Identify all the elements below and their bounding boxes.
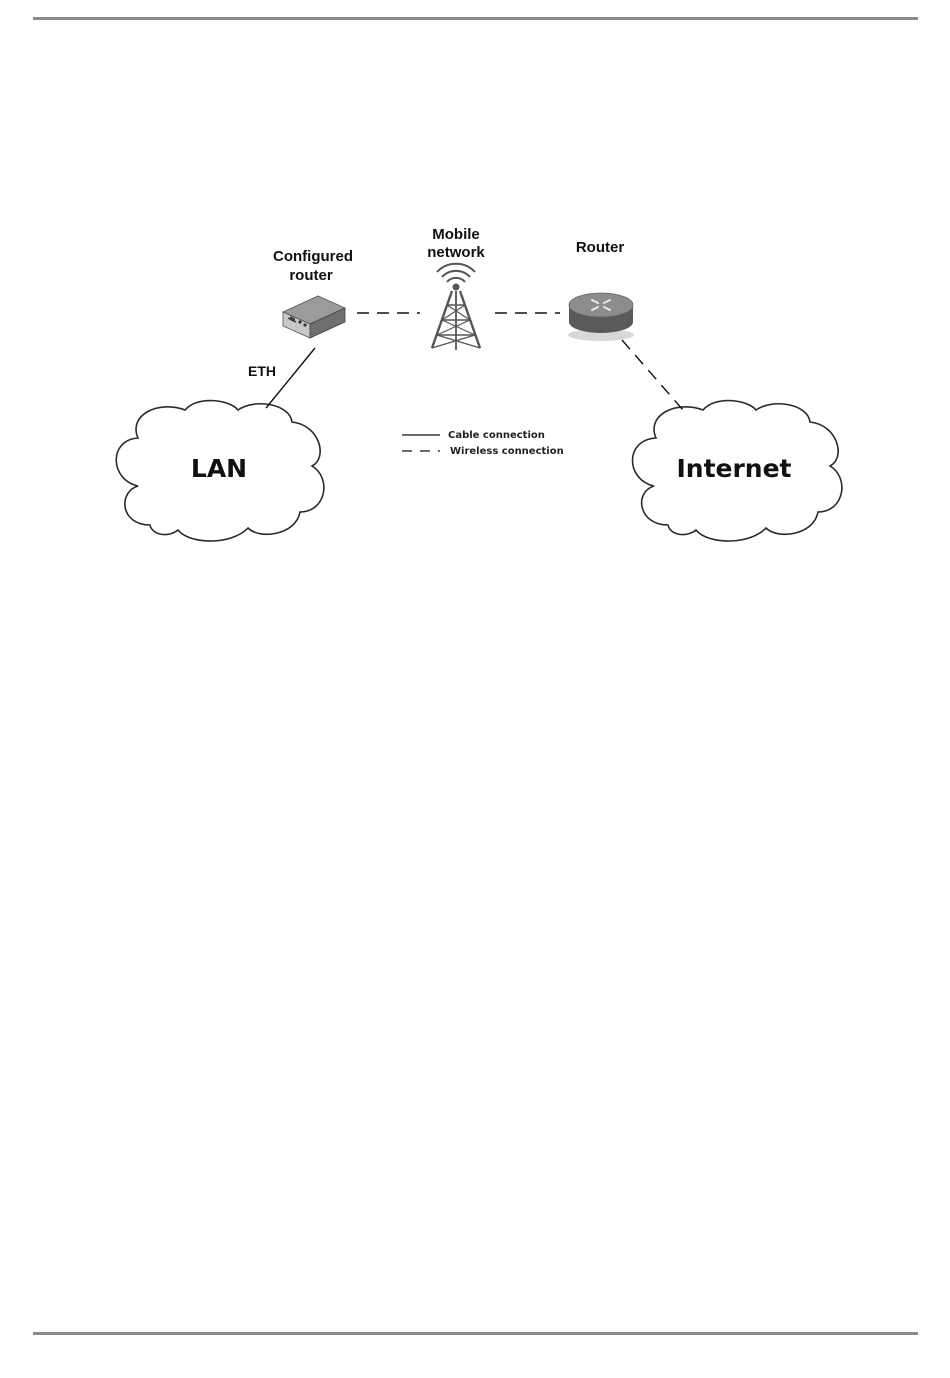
mobile-network-label-line2: network: [427, 244, 485, 261]
legend: Cable connection Wireless connection: [402, 430, 564, 457]
internet-label: Internet: [676, 454, 791, 483]
lan-cloud: LAN: [116, 401, 324, 541]
router-icon: [568, 293, 634, 341]
router-node: Router: [568, 239, 634, 341]
legend-cable-label: Cable connection: [448, 430, 545, 441]
industrial-router-icon: [283, 296, 345, 338]
lan-label: LAN: [191, 454, 247, 483]
router-label: Router: [576, 239, 624, 256]
configured-router-label-line2: router: [289, 267, 333, 284]
mobile-network-label-line1: Mobile: [432, 226, 480, 243]
internet-cloud: Internet: [633, 401, 842, 541]
cell-tower-icon: [432, 264, 480, 350]
configured-router-label-line1: Configured: [273, 248, 353, 265]
mobile-network-node: Mobile network: [427, 226, 485, 350]
legend-wireless-label: Wireless connection: [450, 446, 564, 457]
wireless-link-router-to-internet: [622, 340, 683, 410]
configured-router-node: Configured router: [273, 248, 353, 338]
eth-label: ETH: [248, 363, 276, 379]
